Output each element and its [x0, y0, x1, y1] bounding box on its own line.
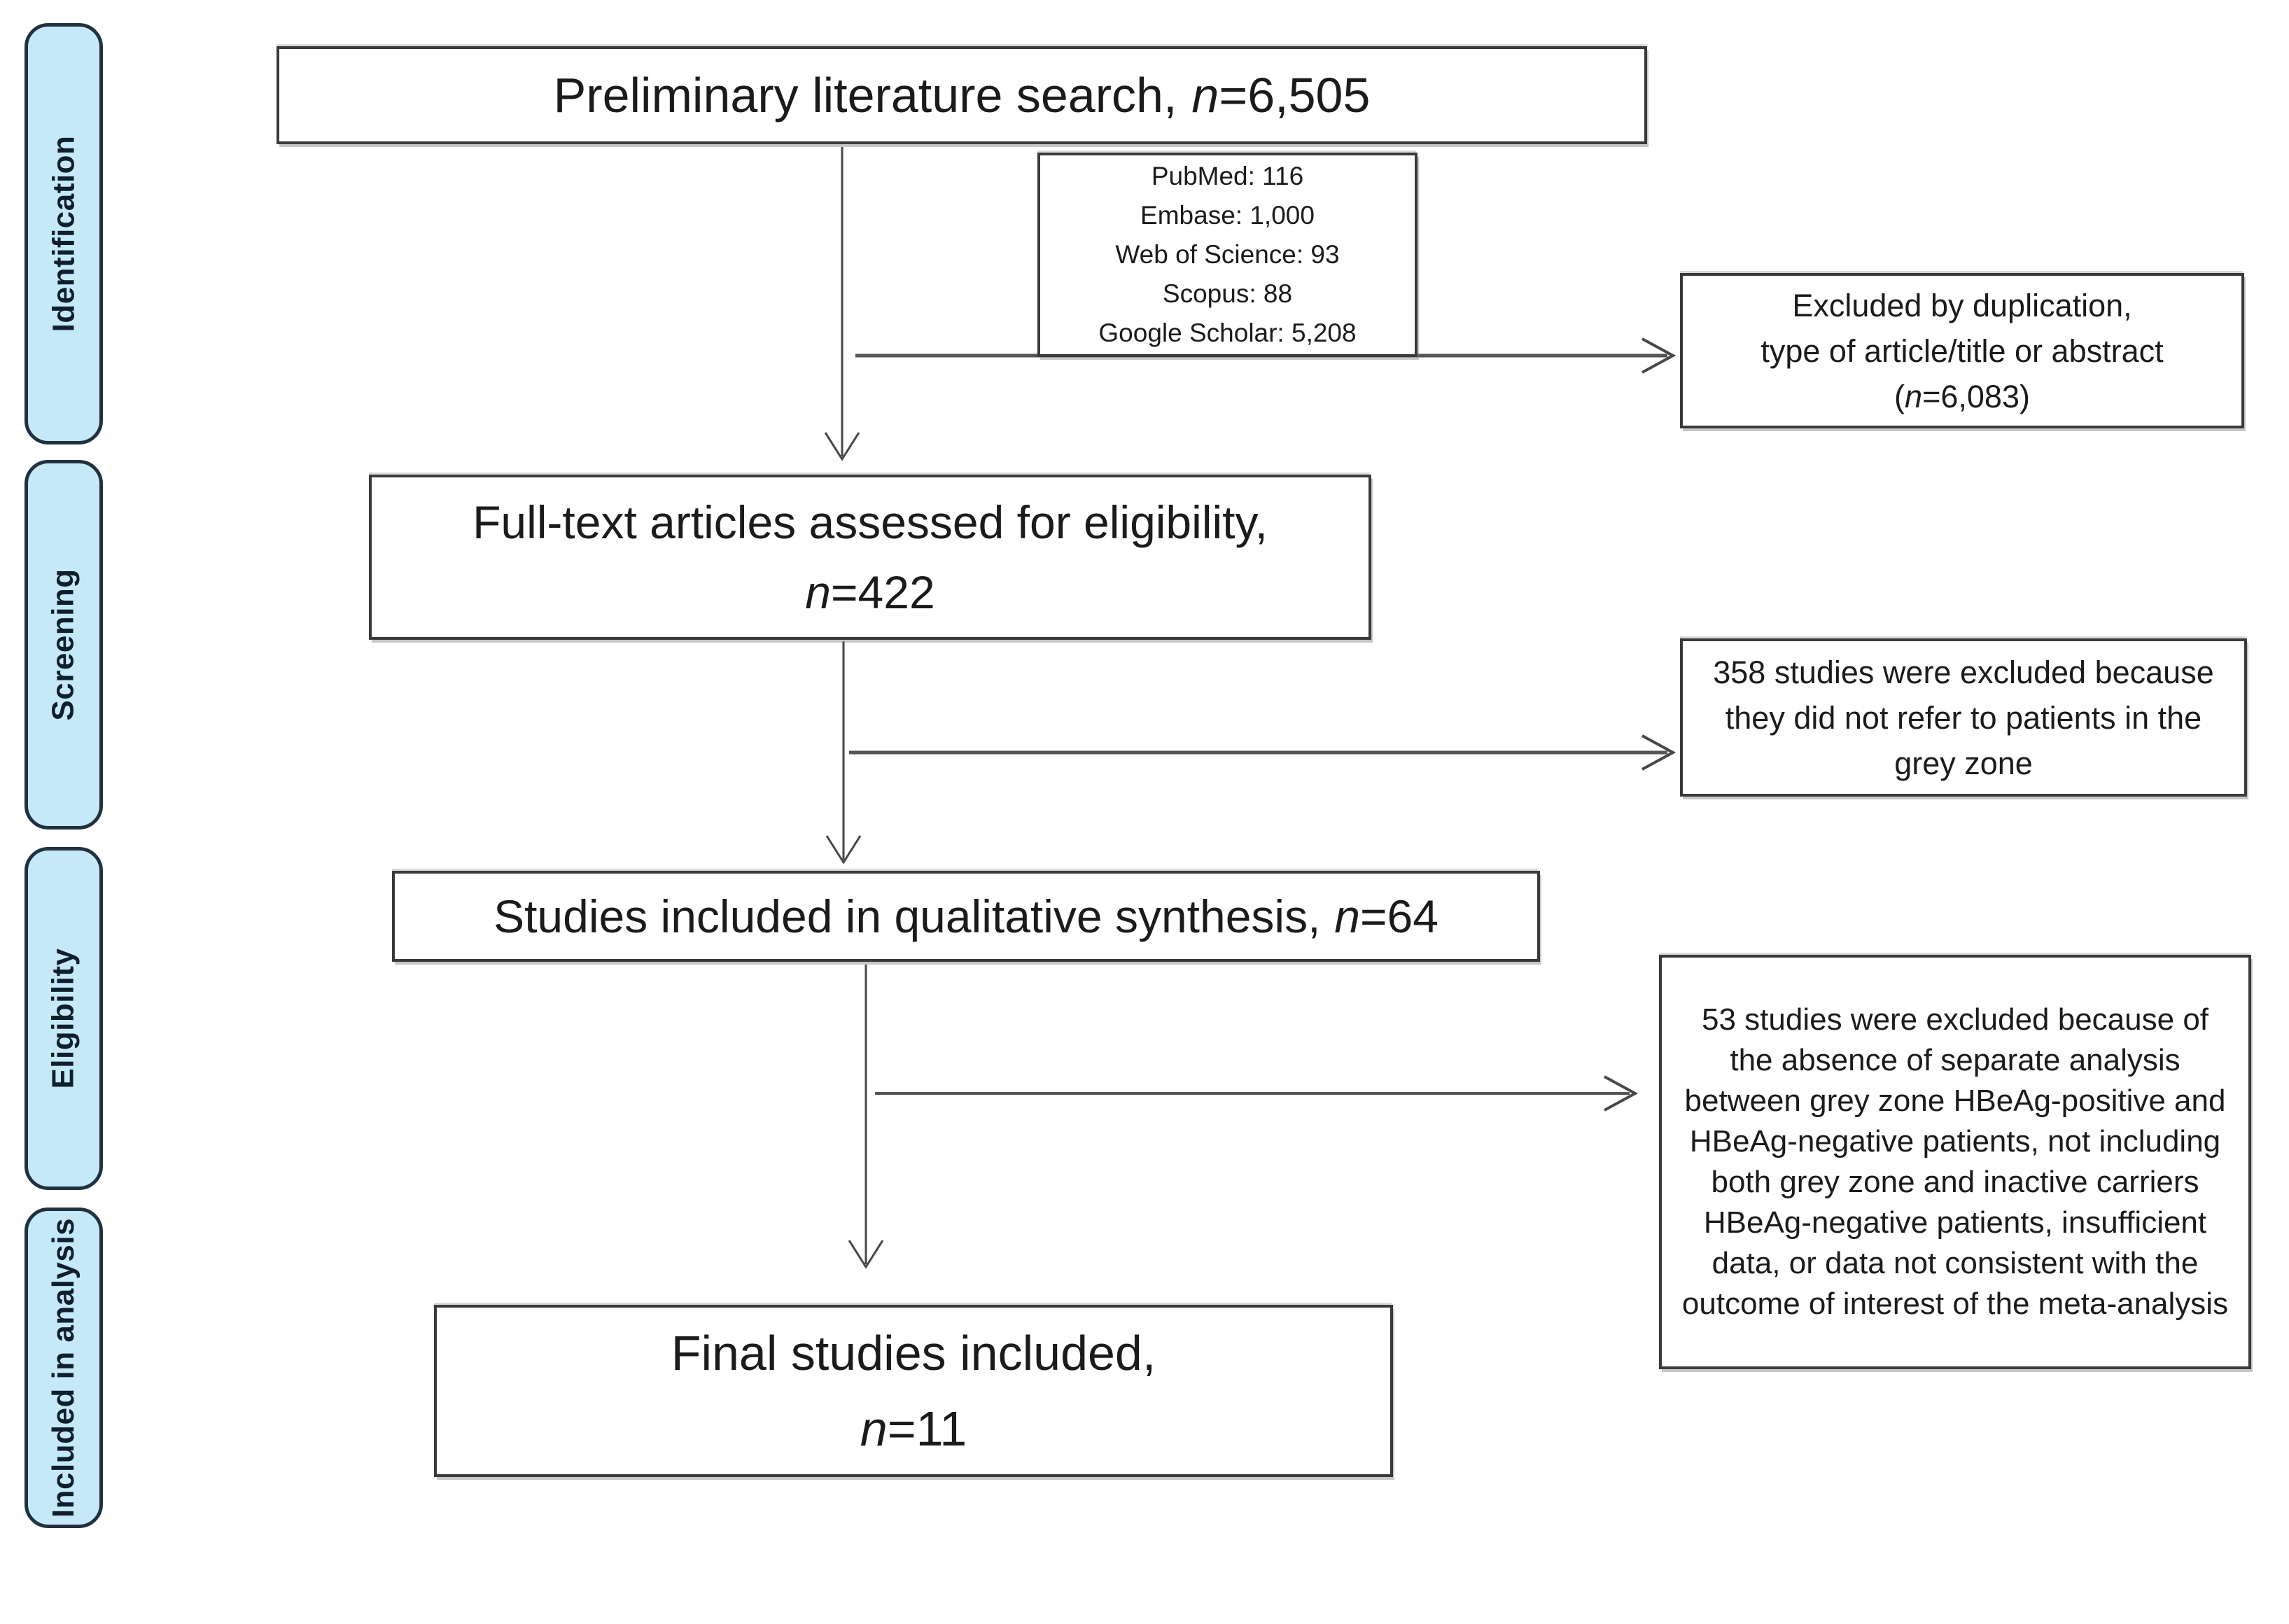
source-embase: Embase: 1,000 [1140, 201, 1315, 230]
stage-eligibility-label: Eligibility [46, 948, 81, 1089]
excluded-duplication-line2: type of article/title or abstract [1760, 332, 2164, 369]
box-preliminary-search: Preliminary literature search, n=6,505 [276, 46, 1647, 144]
box-excluded-separate-analysis: 53 studies were excluded because of the … [1659, 955, 2251, 1369]
box-fulltext-assessed: Full-text articles assessed for eligibil… [369, 475, 1371, 640]
arrow-to-duplication-exclusion-head [1642, 337, 1676, 374]
box-final-studies-n: n [860, 1401, 888, 1456]
excluded-duplication-value: =6,083) [1922, 378, 2030, 414]
source-pubmed: PubMed: 116 [1151, 162, 1304, 190]
box-preliminary-search-n: n [1191, 67, 1219, 122]
box-qualitative-synthesis-value: =64 [1359, 890, 1438, 942]
source-web-of-science: Web of Science: 93 [1115, 240, 1340, 269]
stage-identification-label: Identification [46, 135, 80, 332]
box-qualitative-synthesis: Studies included in qualitative synthesi… [392, 871, 1540, 962]
stage-eligibility: Eligibility [24, 847, 103, 1190]
box-final-studies-line2: n=11 [860, 1391, 967, 1466]
box-excluded-greyzone: 358 studies were excluded because they d… [1680, 638, 2247, 797]
excluded-duplication-n: n [1905, 378, 1923, 414]
box-final-studies: Final studies included, n=11 [434, 1305, 1393, 1477]
box-fulltext-assessed-line2: n=422 [805, 557, 934, 627]
box-fulltext-assessed-n: n [805, 566, 832, 618]
source-google-scholar: Google Scholar: 5,208 [1098, 318, 1357, 347]
box-qualitative-synthesis-text: Studies included in qualitative synthesi… [493, 890, 1438, 943]
stage-included-in-analysis-label: Included in analysis [46, 1217, 81, 1518]
stage-screening: Screening [24, 460, 103, 830]
box-qualitative-synthesis-label: Studies included in qualitative synthesi… [493, 890, 1321, 942]
arrow-box3-to-box4-head [848, 1240, 884, 1269]
stage-identification: Identification [24, 23, 103, 444]
excluded-separate-analysis-text: 53 studies were excluded because of the … [1681, 1002, 2229, 1321]
arrow-to-screening-exclusion-head [1642, 734, 1676, 771]
box-fulltext-assessed-value: =422 [831, 566, 935, 618]
box-fulltext-assessed-line1: Full-text articles assessed for eligibil… [472, 496, 1268, 548]
arrow-to-eligibility-exclusion-head [1604, 1075, 1639, 1112]
excluded-duplication-line3: (n=6,083) [1894, 374, 2030, 419]
stage-included-in-analysis: Included in analysis [24, 1208, 103, 1528]
box-database-sources: PubMed: 116 Embase: 1,000 Web of Science… [1037, 153, 1418, 357]
excluded-duplication-paren: ( [1894, 378, 1905, 414]
box-qualitative-synthesis-n: n [1334, 890, 1360, 942]
box-excluded-duplication: Excluded by duplication, type of article… [1680, 273, 2244, 428]
arrow-box2-to-box3-head [825, 835, 862, 864]
box-preliminary-search-text: Preliminary literature search, n=6,505 [554, 59, 1371, 132]
arrow-box1-to-box2-head [824, 432, 860, 461]
box-preliminary-search-value: =6,505 [1219, 67, 1371, 122]
stage-screening-label: Screening [46, 568, 80, 721]
excluded-duplication-line1: Excluded by duplication, [1792, 287, 2132, 323]
source-scopus: Scopus: 88 [1162, 279, 1293, 308]
box-final-studies-value: =11 [887, 1401, 967, 1456]
box-preliminary-search-label: Preliminary literature search, [553, 67, 1177, 122]
excluded-greyzone-text: 358 studies were excluded because they d… [1713, 654, 2214, 781]
box-final-studies-line1: Final studies included, [671, 1326, 1156, 1380]
